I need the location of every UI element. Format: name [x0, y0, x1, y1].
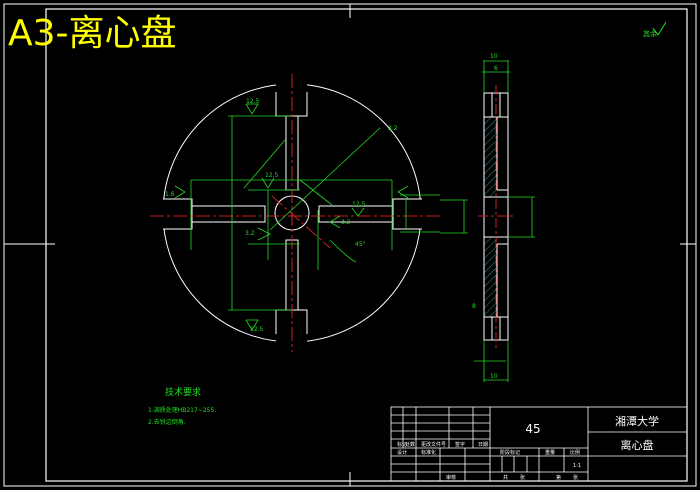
bottom-label: 第 [556, 474, 561, 481]
school-name: 湘潭大学 [615, 414, 659, 428]
title-block-text: 45 湘潭大学 离心盘 标记 处数 更改文件号 签字 日期 设计 标准化 阶段标… [397, 414, 659, 481]
row-label: 标准化 [421, 449, 436, 456]
bottom-label: 共 [503, 474, 508, 481]
dimension-label: 10 [490, 53, 498, 60]
row-label: 设计 [397, 449, 407, 456]
stage-label: 重量 [545, 449, 555, 456]
stage-label: 比例 [570, 449, 580, 456]
roughness-label: 3.2 [245, 230, 255, 237]
inner-border [45, 8, 688, 482]
roughness-label: 3.2 [341, 219, 351, 226]
roughness-label: 12.5 [250, 326, 264, 333]
header-label: 日期 [478, 442, 488, 448]
stage-label: 阶段标记 [500, 449, 520, 456]
svg-text:其余: 其余 [643, 29, 657, 38]
dimension-label: 10 [490, 373, 498, 380]
title-block [390, 406, 688, 482]
bottom-label: 张 [573, 474, 578, 481]
outer-border [3, 3, 697, 487]
bottom-label: 张 [520, 474, 525, 481]
center-marks [4, 4, 696, 486]
scale-value: 1:1 [573, 463, 581, 469]
tech-item: 1.调质处理HB217~255. [148, 406, 216, 414]
dimension-label: 6 [494, 65, 498, 72]
dimension-label: 8 [472, 303, 476, 310]
header-label: 签字 [455, 441, 465, 448]
roughness-label: 12.5 [265, 172, 279, 179]
tech-item: 2.去锐边倒角. [148, 418, 186, 426]
drawing-title: A3-离心盘 [8, 13, 177, 54]
header-label: 标记 [397, 441, 407, 448]
technical-requirements: 技术要求 1.调质处理HB217~255. 2.去锐边倒角. [148, 386, 216, 426]
front-view: 12.5 12.5 12.5 1.6 3.2 3.2 12.5 3.2 45° [150, 74, 440, 352]
corner-roughness: 其余 [643, 21, 667, 38]
part-name: 离心盘 [621, 438, 654, 452]
bottom-label: 审核 [446, 474, 456, 481]
header-label: 处数 [405, 441, 415, 448]
angle-label: 45° [355, 241, 366, 248]
tech-heading: 技术要求 [165, 386, 201, 398]
side-view: 10 6 10 8 [440, 53, 535, 382]
roughness-label: 3.2 [388, 125, 398, 132]
roughness-label: 1.6 [165, 191, 175, 198]
material: 45 [525, 422, 540, 436]
header-label: 更改文件号 [421, 441, 446, 448]
roughness-label: 12.5 [246, 98, 260, 105]
roughness-label: 12.5 [352, 201, 366, 208]
